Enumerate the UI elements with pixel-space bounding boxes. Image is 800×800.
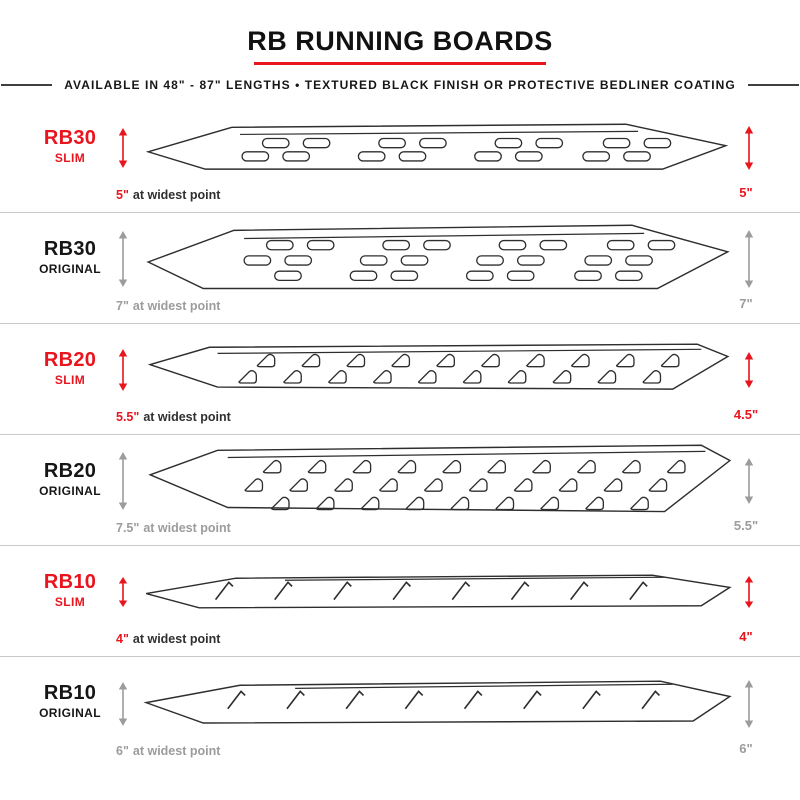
board-rows: RB30 SLIM 5"at widest xyxy=(0,102,800,768)
rb20-original-board-svg xyxy=(148,444,732,513)
rb20-slim-board-svg xyxy=(147,343,730,391)
page-header: RB RUNNING BOARDS AVAILABLE IN 48" - 87"… xyxy=(0,0,800,92)
width-suffix: at widest point xyxy=(143,521,231,535)
width-suffix: at widest point xyxy=(132,744,221,758)
rb30-slim-board-svg xyxy=(145,123,729,171)
board-row-rb30-original: RB30 ORIGINAL xyxy=(0,213,800,324)
width-value: 5.5" xyxy=(116,410,140,424)
width-value: 4" xyxy=(116,632,129,646)
width-value: 5" xyxy=(116,188,129,202)
height-measurement: 5" xyxy=(739,185,753,200)
height-gauge-arrow xyxy=(744,679,754,728)
board-row-rb20-slim: RB20 SLIM 5.5"at wides xyxy=(0,324,800,435)
width-value: 7.5" xyxy=(116,521,140,535)
height-measurement: 4.5" xyxy=(733,407,759,422)
height-gauge-arrow xyxy=(744,576,754,609)
height-gauge-arrow xyxy=(744,230,754,289)
width-measurement: 7.5"at widest point xyxy=(116,521,231,535)
height-gauge-arrow xyxy=(744,352,754,389)
board-label: RB20 ORIGINAL xyxy=(18,460,122,498)
width-measurement: 5.5"at widest point xyxy=(116,410,231,424)
width-measurement: 4"at widest point xyxy=(116,632,220,646)
width-gauge-arrow xyxy=(118,231,128,288)
width-gauge-arrow xyxy=(118,452,128,511)
board-model: RB20 xyxy=(43,349,97,371)
board-model: RB10 xyxy=(43,571,97,593)
board-variant: ORIGINAL xyxy=(39,484,101,498)
page-subtitle: AVAILABLE IN 48" - 87" LENGTHS • TEXTURE… xyxy=(64,78,736,92)
board-model: RB30 xyxy=(43,238,97,260)
width-suffix: at widest point xyxy=(132,299,221,313)
rb30-slim-board-drawing xyxy=(142,108,734,184)
board-row-rb10-slim: RB10 SLIM 4"at widest point xyxy=(0,546,800,657)
width-gauge-arrow xyxy=(118,128,128,169)
board-variant: ORIGINAL xyxy=(39,262,101,276)
board-label: RB10 SLIM xyxy=(18,571,122,609)
width-gauge-arrow xyxy=(118,349,128,392)
title-underline xyxy=(254,62,546,65)
board-label: RB20 SLIM xyxy=(18,349,122,387)
rb30-original-board-svg xyxy=(146,224,730,290)
page-title: RB RUNNING BOARDS xyxy=(247,26,553,56)
height-measurement: 7" xyxy=(739,296,753,311)
rb10-original-board-svg xyxy=(143,680,732,724)
width-gauge-arrow xyxy=(118,681,128,726)
board-row-rb10-original: RB10 ORIGINAL 6"at widest point xyxy=(0,657,800,768)
width-suffix: at widest point xyxy=(132,188,221,202)
width-value: 6" xyxy=(116,744,129,758)
rb10-slim-board-drawing xyxy=(142,552,734,628)
board-label: RB30 ORIGINAL xyxy=(18,238,122,276)
rb10-original-board-drawing xyxy=(142,663,734,740)
board-variant: SLIM xyxy=(54,373,86,387)
width-measurement: 7"at widest point xyxy=(116,299,220,313)
rb20-slim-board-drawing xyxy=(142,330,734,406)
board-label: RB30 SLIM xyxy=(18,127,122,165)
rb10-slim-board-svg xyxy=(145,573,732,609)
board-label: RB10 ORIGINAL xyxy=(18,682,122,720)
board-model: RB20 xyxy=(43,460,97,482)
board-row-rb20-original: RB20 ORIGINAL xyxy=(0,435,800,546)
height-measurement: 5.5" xyxy=(733,518,759,533)
height-gauge-arrow xyxy=(744,126,754,171)
subtitle-rule: AVAILABLE IN 48" - 87" LENGTHS • TEXTURE… xyxy=(0,78,800,92)
width-measurement: 5"at widest point xyxy=(116,188,220,202)
rb30-original-board-drawing xyxy=(142,219,734,295)
board-variant: ORIGINAL xyxy=(39,706,101,721)
board-variant: SLIM xyxy=(54,151,86,165)
height-measurement: 6" xyxy=(739,741,753,756)
board-model: RB10 xyxy=(43,682,97,705)
board-model: RB30 xyxy=(43,127,97,149)
rb20-original-board-drawing xyxy=(142,441,734,517)
width-measurement: 6"at widest point xyxy=(116,744,220,758)
board-row-rb30-slim: RB30 SLIM 5"at widest xyxy=(0,102,800,213)
board-variant: SLIM xyxy=(54,595,86,609)
height-gauge-arrow xyxy=(744,458,754,505)
width-suffix: at widest point xyxy=(143,410,231,424)
width-gauge-arrow xyxy=(118,577,128,608)
width-value: 7" xyxy=(116,299,129,313)
height-measurement: 4" xyxy=(739,629,753,644)
width-suffix: at widest point xyxy=(132,632,221,646)
